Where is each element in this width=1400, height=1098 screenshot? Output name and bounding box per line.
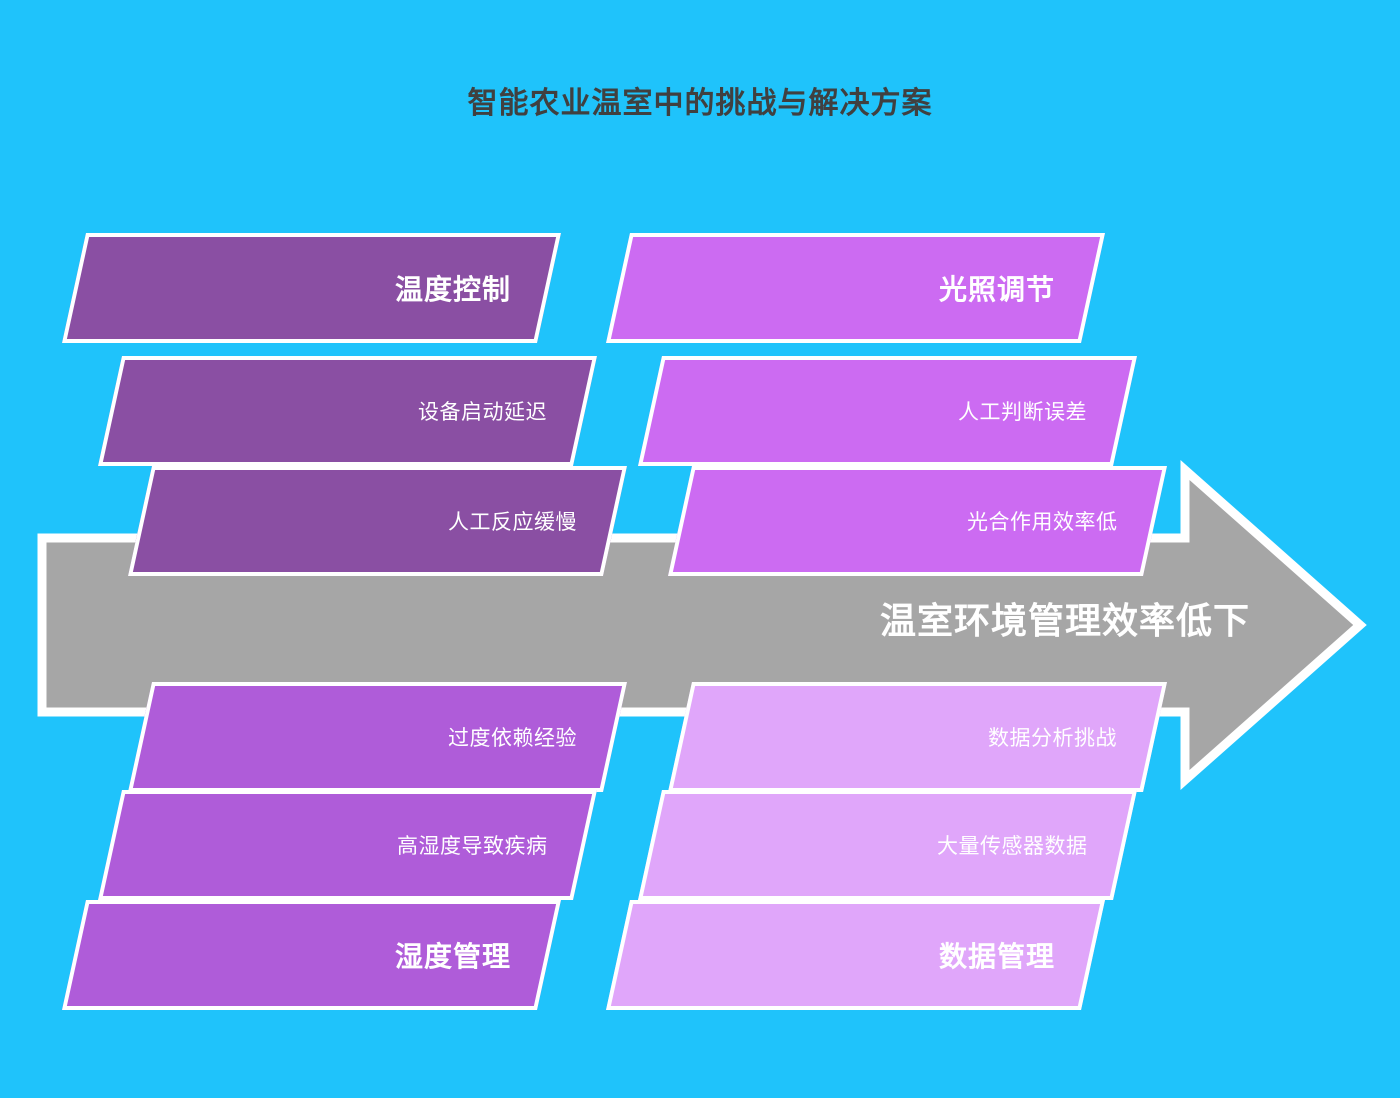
cause-label-light-2: 光合作用效率低 — [966, 511, 1118, 534]
category-bar-temperature[interactable]: 温度控制 — [62, 233, 561, 343]
category-label-temperature: 温度控制 — [394, 274, 511, 305]
page-title: 智能农业温室中的挑战与解决方案 — [467, 87, 933, 120]
cause-bar-humidity-2[interactable]: 高湿度导致疾病 — [98, 790, 597, 900]
cause-bar-temperature-1[interactable]: 设备启动延迟 — [98, 356, 597, 466]
category-bar-data[interactable]: 数据管理 — [606, 900, 1105, 1010]
cause-bar-light-2[interactable]: 光合作用效率低 — [668, 466, 1167, 576]
category-bar-light[interactable]: 光照调节 — [606, 233, 1105, 343]
category-bar-humidity[interactable]: 湿度管理 — [62, 900, 561, 1010]
cause-bar-light-1[interactable]: 人工判断误差 — [638, 356, 1137, 466]
cause-label-temperature-2: 人工反应缓慢 — [448, 511, 577, 534]
cause-bar-data-1[interactable]: 数据分析挑战 — [668, 682, 1167, 792]
category-label-data: 数据管理 — [938, 941, 1055, 972]
category-label-humidity: 湿度管理 — [394, 941, 511, 972]
category-label-light: 光照调节 — [938, 274, 1055, 305]
cause-bar-humidity-1[interactable]: 过度依赖经验 — [128, 682, 627, 792]
cause-label-data-1: 数据分析挑战 — [988, 727, 1117, 750]
cause-label-humidity-1: 过度依赖经验 — [448, 727, 577, 750]
cause-label-temperature-1: 设备启动延迟 — [418, 401, 547, 424]
cause-bar-data-2[interactable]: 大量传感器数据 — [638, 790, 1137, 900]
cause-label-data-2: 大量传感器数据 — [936, 835, 1088, 858]
cause-label-light-1: 人工判断误差 — [958, 401, 1087, 424]
cause-bar-temperature-2[interactable]: 人工反应缓慢 — [128, 466, 627, 576]
cause-label-humidity-2: 高湿度导致疾病 — [396, 835, 548, 858]
